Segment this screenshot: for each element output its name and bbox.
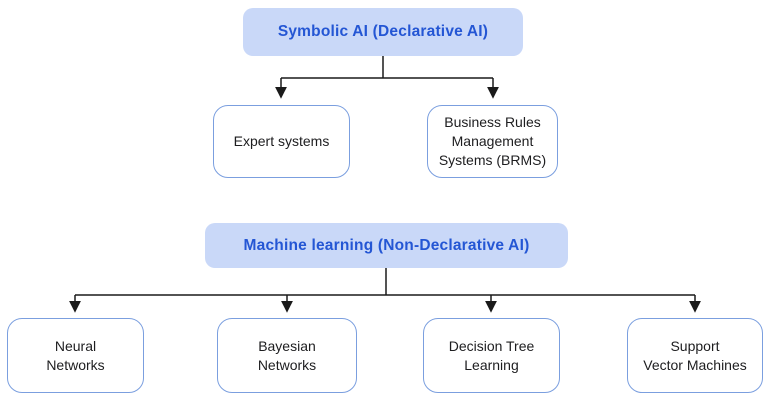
node-expert-systems: Expert systems [213,105,350,178]
node-bayesian-networks: Bayesian Networks [217,318,357,393]
node-machine-learning: Machine learning (Non-Declarative AI) [205,223,568,268]
tree2-connectors [69,268,701,313]
node-brms: Business Rules Management Systems (BRMS) [427,105,558,178]
tree1-connectors [275,56,499,99]
node-symbolic-ai: Symbolic AI (Declarative AI) [243,8,523,56]
node-decision-tree-learning: Decision Tree Learning [423,318,560,393]
node-neural-networks: Neural Networks [7,318,144,393]
node-support-vector-machines: Support Vector Machines [627,318,763,393]
